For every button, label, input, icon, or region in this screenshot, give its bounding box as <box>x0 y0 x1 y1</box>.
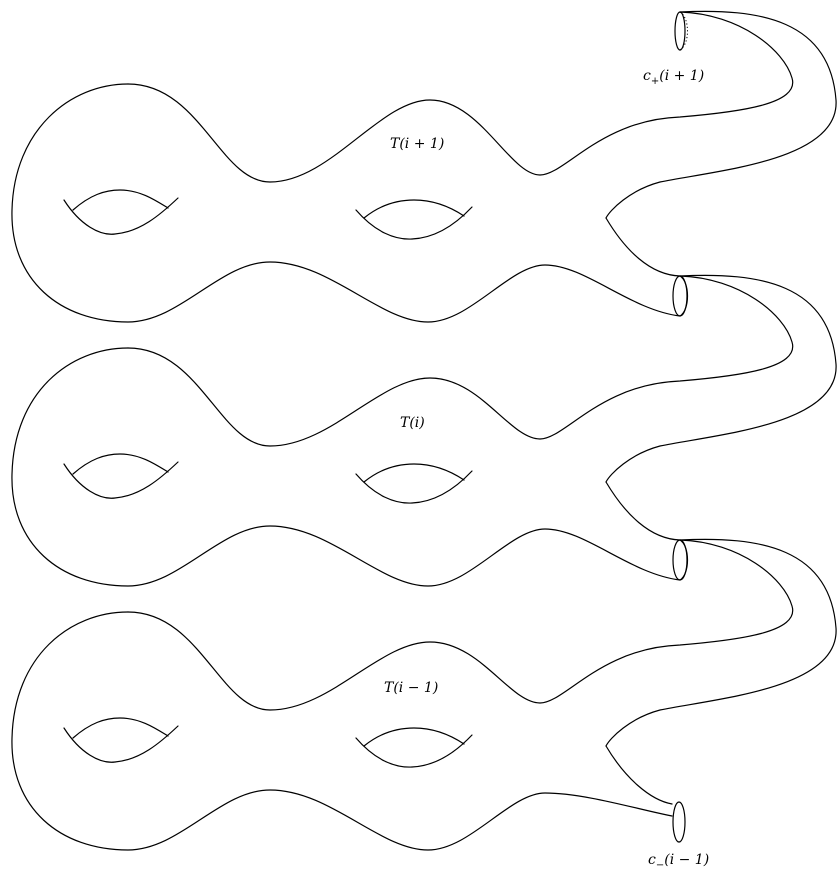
surface-bottom <box>11 538 837 851</box>
surface-bottom-crotch <box>605 745 673 805</box>
label-boundary-bottom: c−(i − 1) <box>648 852 709 871</box>
label-boundary-top: c+(i + 1) <box>643 68 704 87</box>
hole-top-left-lower <box>63 197 179 235</box>
surface-middle <box>11 274 837 587</box>
label-surface-middle: T(i) <box>400 415 425 431</box>
label-boundary-bottom-arg: (i − 1) <box>664 852 709 868</box>
label-boundary-top-sub: + <box>651 76 659 87</box>
boundary-circle-lower-junction-front <box>679 539 689 581</box>
hole-middle-right-lower <box>355 470 473 504</box>
surface-top-upper-bumps <box>127 11 794 183</box>
hole-bottom-right-lower <box>355 734 473 768</box>
surface-middle-upper-outline <box>11 347 681 587</box>
hole-middle-right-upper <box>363 463 465 483</box>
tube-top-outer <box>605 10 837 219</box>
surface-middle-upper-bumps <box>127 275 794 447</box>
hole-top-left-upper <box>72 189 169 211</box>
surface-top <box>11 10 837 323</box>
tube-bottom-outer <box>605 538 837 747</box>
label-boundary-top-arg: (i + 1) <box>659 68 704 84</box>
hole-top-right-upper <box>363 199 465 219</box>
hole-bottom-right-upper <box>363 727 465 747</box>
hole-middle-left-upper <box>72 453 169 475</box>
label-boundary-bottom-base: c <box>648 852 656 868</box>
hole-middle-left-lower <box>63 461 179 499</box>
surface-middle-crotch <box>605 481 681 541</box>
boundary-circle-top-hidden <box>679 11 688 51</box>
tube-middle-outer <box>605 274 837 483</box>
surface-bottom-upper-outline <box>11 611 673 851</box>
hole-bottom-left-lower <box>63 725 179 763</box>
label-boundary-bottom-sub: − <box>656 860 664 871</box>
hole-top-right-lower <box>355 206 473 240</box>
hole-bottom-left-upper <box>72 717 169 739</box>
surface-top-crotch <box>605 217 681 277</box>
boundary-circle-top <box>674 11 686 51</box>
label-boundary-top-base: c <box>643 68 651 84</box>
label-surface-top: T(i + 1) <box>390 136 444 152</box>
boundary-circle-bottom <box>672 801 686 843</box>
surface-top-upper-outline <box>11 83 681 323</box>
boundary-circle-upper-junction-front <box>679 275 689 317</box>
surface-bottom-upper-bumps <box>127 539 794 711</box>
label-surface-bottom: T(i − 1) <box>384 680 438 696</box>
